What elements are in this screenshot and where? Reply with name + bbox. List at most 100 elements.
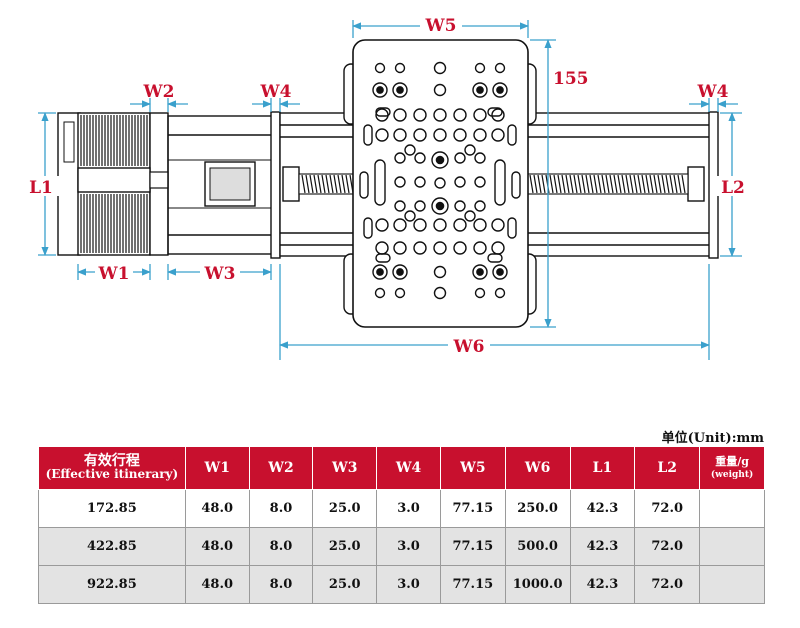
mount-hole <box>433 218 447 232</box>
mount-hole <box>433 83 447 97</box>
cell-w5: 77.15 <box>439 565 506 604</box>
mount-hole <box>473 241 487 255</box>
mount-hole <box>414 152 426 164</box>
mounting-holes <box>359 61 521 300</box>
cell-w6: 250.0 <box>504 489 571 528</box>
mount-hole <box>372 82 388 98</box>
mount-hole <box>413 218 427 232</box>
cell-w5: 77.15 <box>439 489 506 528</box>
mount-hole <box>464 210 476 222</box>
mount-hole <box>374 62 386 74</box>
header-w5: W5 <box>439 446 506 490</box>
mount-hole <box>453 128 467 142</box>
cell-l2: 72.0 <box>634 565 701 604</box>
linear-stage-drawing: W5 155 W2 W4 W4 L1 L2 W1 W3 W6 <box>29 16 745 360</box>
cell-w2: 8.0 <box>248 527 314 566</box>
cell-w4: 3.0 <box>376 565 441 604</box>
cell-w1: 48.0 <box>184 565 250 604</box>
mount-hole <box>474 287 486 299</box>
mount-hole <box>491 128 505 142</box>
mount-hole <box>474 200 486 212</box>
mount-slot <box>375 107 391 117</box>
cell-w3: 25.0 <box>312 527 378 566</box>
mount-hole <box>454 152 466 164</box>
mount-hole <box>413 108 427 122</box>
mount-slot <box>494 159 506 206</box>
dimension-lines <box>38 20 742 360</box>
mount-hole <box>494 287 506 299</box>
mount-hole <box>474 176 486 188</box>
mount-hole <box>431 197 449 215</box>
mount-slot <box>487 253 503 263</box>
mount-slot <box>507 217 517 239</box>
header-w3: W3 <box>312 446 378 490</box>
mount-hole <box>453 108 467 122</box>
mount-hole <box>492 264 508 280</box>
mount-hole <box>413 128 427 142</box>
mount-hole <box>472 82 488 98</box>
motor-fins <box>80 115 148 253</box>
left-end-plate <box>270 111 281 259</box>
mount-hole <box>414 200 426 212</box>
cell-l2: 72.0 <box>634 527 701 566</box>
mount-hole <box>433 241 447 255</box>
mount-hole <box>414 176 426 188</box>
cell-w2: 8.0 <box>248 565 314 604</box>
mount-hole <box>473 108 487 122</box>
cell-weight <box>699 489 765 528</box>
mount-hole <box>454 200 466 212</box>
cell-weight <box>699 565 765 604</box>
mount-hole <box>491 108 505 122</box>
cell-w1: 48.0 <box>184 527 250 566</box>
dim-label-l1: L1 <box>29 178 53 198</box>
dim-label-155: 155 <box>553 69 589 89</box>
mount-hole <box>393 218 407 232</box>
header-l1: L1 <box>569 446 636 490</box>
cell-effective-itinerary: 922.85 <box>38 565 186 604</box>
header-l2: L2 <box>634 446 701 490</box>
mount-hole <box>453 218 467 232</box>
mount-hole <box>473 218 487 232</box>
mount-slot <box>507 124 517 146</box>
mount-hole <box>472 264 488 280</box>
mount-hole <box>392 82 408 98</box>
mount-hole <box>394 176 406 188</box>
dim-label-w6: W6 <box>453 337 485 357</box>
header-w4: W4 <box>376 446 441 490</box>
mount-hole <box>375 218 389 232</box>
coupling-housing <box>167 115 273 255</box>
mount-hole <box>433 265 447 279</box>
mount-hole <box>433 61 447 75</box>
mount-hole <box>494 62 506 74</box>
mount-slot <box>359 171 369 199</box>
cell-weight <box>699 527 765 566</box>
mount-slot <box>487 107 503 117</box>
cell-w6: 500.0 <box>504 527 571 566</box>
mount-slot <box>511 171 521 199</box>
table-row: 172.85 48.0 8.0 25.0 3.0 77.15 250.0 42.… <box>38 489 765 528</box>
table-row: 422.85 48.0 8.0 25.0 3.0 77.15 500.0 42.… <box>38 527 765 566</box>
cell-w6: 1000.0 <box>504 565 571 604</box>
mount-hole <box>433 108 447 122</box>
dim-label-w2: W2 <box>143 82 175 102</box>
cell-w1: 48.0 <box>184 489 250 528</box>
cell-l1: 42.3 <box>569 565 636 604</box>
dim-label-w3: W3 <box>204 264 236 284</box>
mount-slot <box>374 159 386 206</box>
dim-label-w5: W5 <box>425 16 457 36</box>
mount-hole <box>474 152 486 164</box>
cell-w4: 3.0 <box>376 489 441 528</box>
mount-hole <box>434 177 446 189</box>
mount-hole <box>404 210 416 222</box>
dim-label-w1: W1 <box>98 264 130 284</box>
cell-w2: 8.0 <box>248 489 314 528</box>
mount-hole <box>433 128 447 142</box>
dim-label-l2: L2 <box>721 178 745 198</box>
cell-l1: 42.3 <box>569 527 636 566</box>
cell-w4: 3.0 <box>376 527 441 566</box>
mount-hole <box>372 264 388 280</box>
mount-hole <box>474 62 486 74</box>
header-w6: W6 <box>504 446 571 490</box>
mount-hole <box>394 62 406 74</box>
mount-hole <box>453 241 467 255</box>
